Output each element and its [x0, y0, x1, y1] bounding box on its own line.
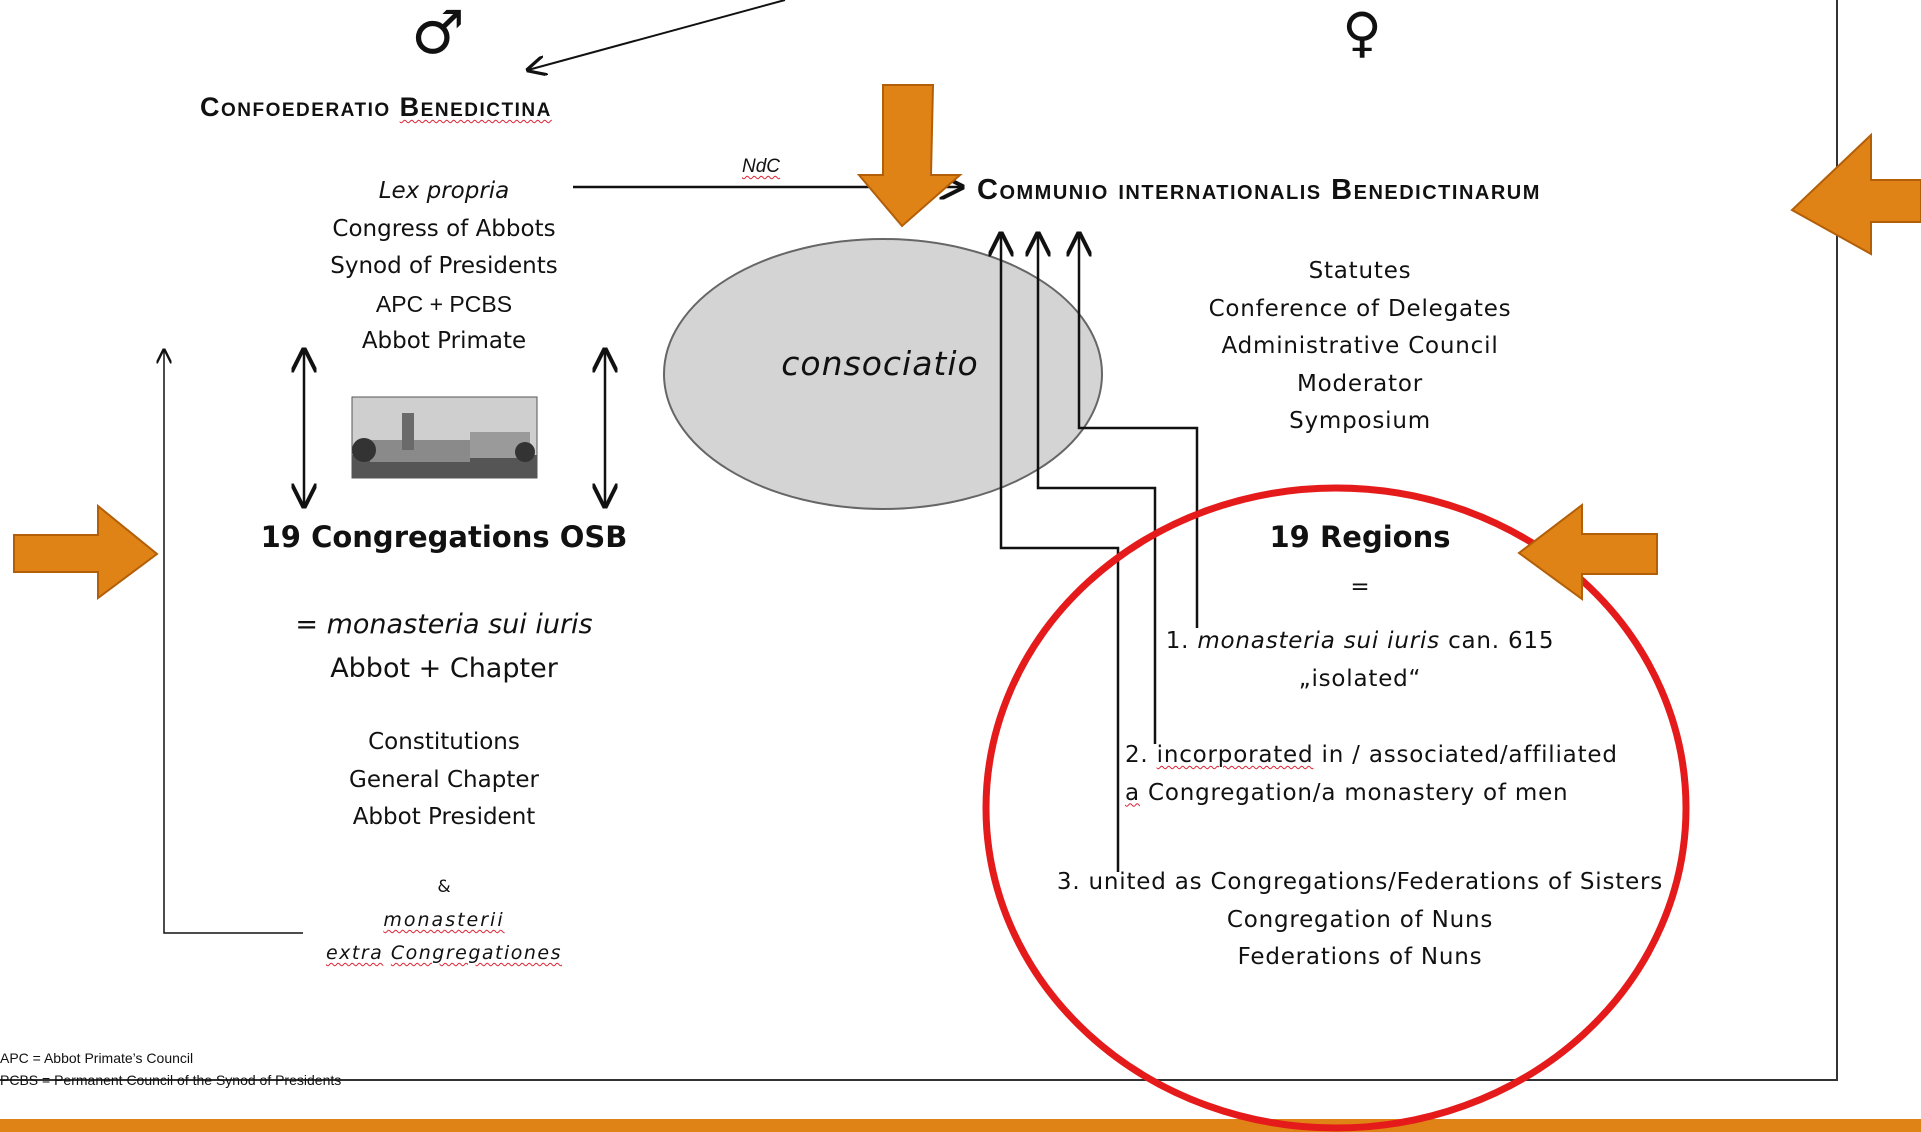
diagram-frame: [0, 0, 1838, 1081]
ampersand: &: [437, 877, 451, 897]
extra-congregationes-return-arrow: [164, 350, 303, 934]
red-highlight-circle: [982, 484, 1690, 1132]
governance-item: Synod of Presidents: [330, 253, 558, 279]
female-symbol: ♀: [1342, 1, 1382, 64]
monasteria-block: = monasteria sui iuris Abbot + Chapter: [244, 603, 644, 691]
statutes-item: Conference of Delegates: [1208, 295, 1512, 322]
ndc-label: NdC: [742, 156, 781, 177]
congregations-title: 19 Congregations OSB: [260, 520, 628, 554]
region-item-2: 2. incorporated in / associated/affiliat…: [1125, 742, 1618, 806]
statutes-item: Symposium: [1289, 408, 1431, 434]
footnotes: APC = Abbot Primate’s Council PCBS = Per…: [0, 1047, 341, 1091]
statutes-item: Administrative Council: [1221, 333, 1499, 359]
orange-arrow-left-regions: [1517, 502, 1658, 601]
orange-arrow-down: [856, 84, 963, 228]
orange-arrow-right-left: [13, 503, 159, 600]
constitutions-item: Constitutions: [368, 729, 520, 755]
confoederatio-title: Confoederatio Benedictina: [200, 92, 552, 122]
governance-item: Congress of Abbots: [332, 215, 556, 242]
governance-item: Lex propria: [378, 178, 510, 204]
region-item-1: 1. monasteria sui iuris can. 615 „isolat…: [1165, 628, 1555, 692]
consociatio-label: consociatio: [781, 344, 979, 383]
constitutions-item: General Chapter: [349, 766, 539, 793]
communio-title: Communio internationalis Benedictinarum: [977, 174, 1541, 206]
abbot-chapter-line: Abbot + Chapter: [330, 653, 558, 684]
consociatio-ellipse: [663, 238, 1103, 510]
abbey-photo: [351, 396, 538, 479]
constitutions-list: Constitutions General Chapter Abbot Pres…: [294, 724, 594, 837]
regions-title: 19 Regions: [1269, 520, 1451, 554]
governance-item: Abbot Primate: [361, 328, 527, 354]
connector-item2: [1038, 234, 1157, 744]
region-item-3: 3. united as Congregations/Federations o…: [1056, 869, 1664, 970]
connector-item3: [1001, 234, 1120, 872]
bottom-accent-bar: [0, 1119, 1921, 1132]
top-diagonal-arrow: [528, 0, 786, 70]
footnote-pcbs: PCBS = Permanent Council of the Synod of…: [0, 1072, 342, 1088]
extra-line1: monasterii: [383, 909, 505, 931]
orange-arrow-left-top: [1790, 132, 1921, 256]
regions-equals: =: [1350, 574, 1370, 600]
male-symbol: ♂: [411, 0, 465, 68]
governance-item: APC + PCBS: [375, 290, 513, 317]
confoederatio-governance-list: Lex propria Congress of Abbots Synod of …: [294, 173, 594, 361]
connector-item1: [1079, 234, 1199, 628]
extra-line2: extra Congregationes: [325, 942, 563, 964]
extra-congregationes-block: & monasterii extra Congregationes: [294, 871, 594, 970]
statutes-item: Moderator: [1297, 370, 1423, 397]
monasteria-line: = monasteria sui iuris: [295, 609, 593, 640]
communio-statutes-list: Statutes Conference of Delegates Adminis…: [1160, 253, 1560, 441]
footnote-apc: APC = Abbot Primate’s Council: [0, 1050, 194, 1066]
constitutions-item: Abbot President: [352, 804, 536, 830]
statutes-item: Statutes: [1308, 258, 1412, 284]
